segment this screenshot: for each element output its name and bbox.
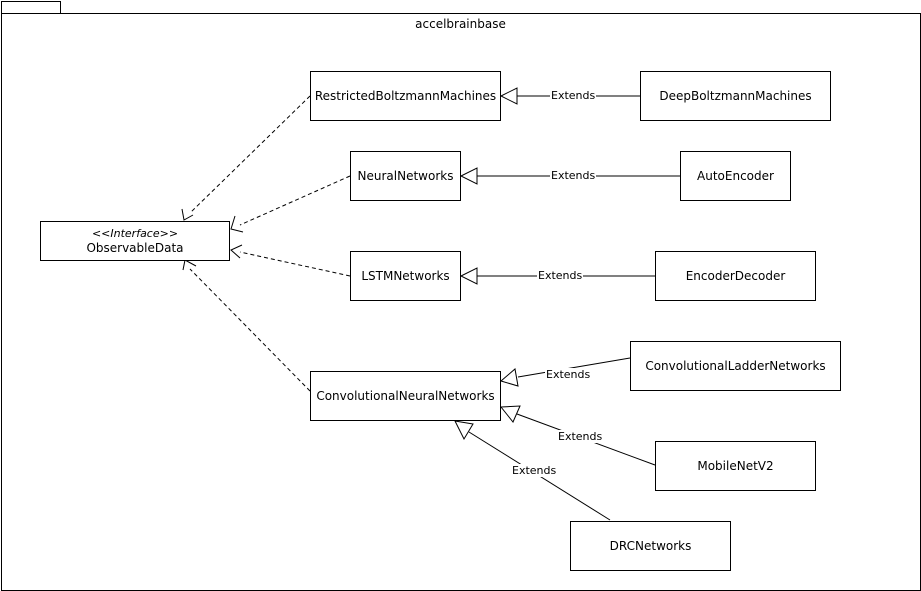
arrowhead-lstm bbox=[230, 244, 243, 259]
label-extends-dbm: Extends bbox=[550, 89, 597, 102]
class-lstm-networks-name: LSTMNetworks bbox=[361, 269, 450, 283]
arrowhead-cnn bbox=[182, 259, 197, 271]
class-dbm-name: DeepBoltzmannMachines bbox=[659, 89, 812, 103]
class-drc-networks: DRCNetworks bbox=[570, 521, 731, 571]
triangle-cnn-drc bbox=[454, 420, 474, 441]
interface-stereotype: <<Interface>> bbox=[91, 227, 179, 240]
interface-observable-data: <<Interface>> ObservableData bbox=[40, 221, 230, 261]
class-conv-ladder: ConvolutionalLadderNetworks bbox=[630, 341, 841, 391]
label-extends-drc: Extends bbox=[511, 464, 558, 477]
interface-name: ObservableData bbox=[86, 241, 184, 255]
arrowhead-rbm bbox=[181, 208, 194, 221]
package-name: accelbrainbase bbox=[415, 17, 506, 31]
class-lstm-networks: LSTMNetworks bbox=[350, 251, 461, 301]
realization-nn bbox=[239, 175, 351, 226]
class-autoencoder: AutoEncoder bbox=[680, 151, 791, 201]
class-rbm: RestrictedBoltzmannMachines bbox=[310, 71, 501, 121]
triangle-cnn-cln bbox=[499, 368, 519, 387]
triangle-lstm bbox=[459, 267, 478, 285]
class-drc-networks-name: DRCNetworks bbox=[609, 539, 692, 553]
realization-rbm bbox=[189, 95, 311, 214]
class-encoder-decoder-name: EncoderDecoder bbox=[685, 269, 786, 283]
label-extends-ae: Extends bbox=[550, 169, 597, 182]
package-tab bbox=[1, 1, 61, 14]
class-mobilenetv2-name: MobileNetV2 bbox=[697, 459, 774, 473]
label-extends-ed: Extends bbox=[537, 269, 584, 282]
triangle-rbm bbox=[499, 87, 518, 105]
class-mobilenetv2: MobileNetV2 bbox=[655, 441, 816, 491]
realization-lstm bbox=[239, 251, 351, 277]
class-autoencoder-name: AutoEncoder bbox=[697, 169, 774, 183]
class-rbm-name: RestrictedBoltzmannMachines bbox=[314, 89, 497, 103]
class-neural-networks: NeuralNetworks bbox=[350, 151, 461, 201]
triangle-nn bbox=[459, 167, 478, 185]
class-conv-ladder-name: ConvolutionalLadderNetworks bbox=[645, 359, 826, 373]
triangle-cnn-mnv2 bbox=[500, 405, 521, 423]
class-neural-networks-name: NeuralNetworks bbox=[357, 169, 454, 183]
class-cnn: ConvolutionalNeuralNetworks bbox=[310, 371, 501, 421]
label-extends-cln: Extends bbox=[545, 368, 592, 381]
label-extends-mnv2: Extends bbox=[557, 430, 604, 443]
class-encoder-decoder: EncoderDecoder bbox=[655, 251, 816, 301]
arrowhead-nn bbox=[230, 215, 244, 233]
class-dbm: DeepBoltzmannMachines bbox=[640, 71, 831, 121]
generalization-cln-cnn bbox=[517, 357, 631, 378]
class-cnn-name: ConvolutionalNeuralNetworks bbox=[316, 389, 495, 403]
realization-cnn bbox=[189, 268, 311, 392]
